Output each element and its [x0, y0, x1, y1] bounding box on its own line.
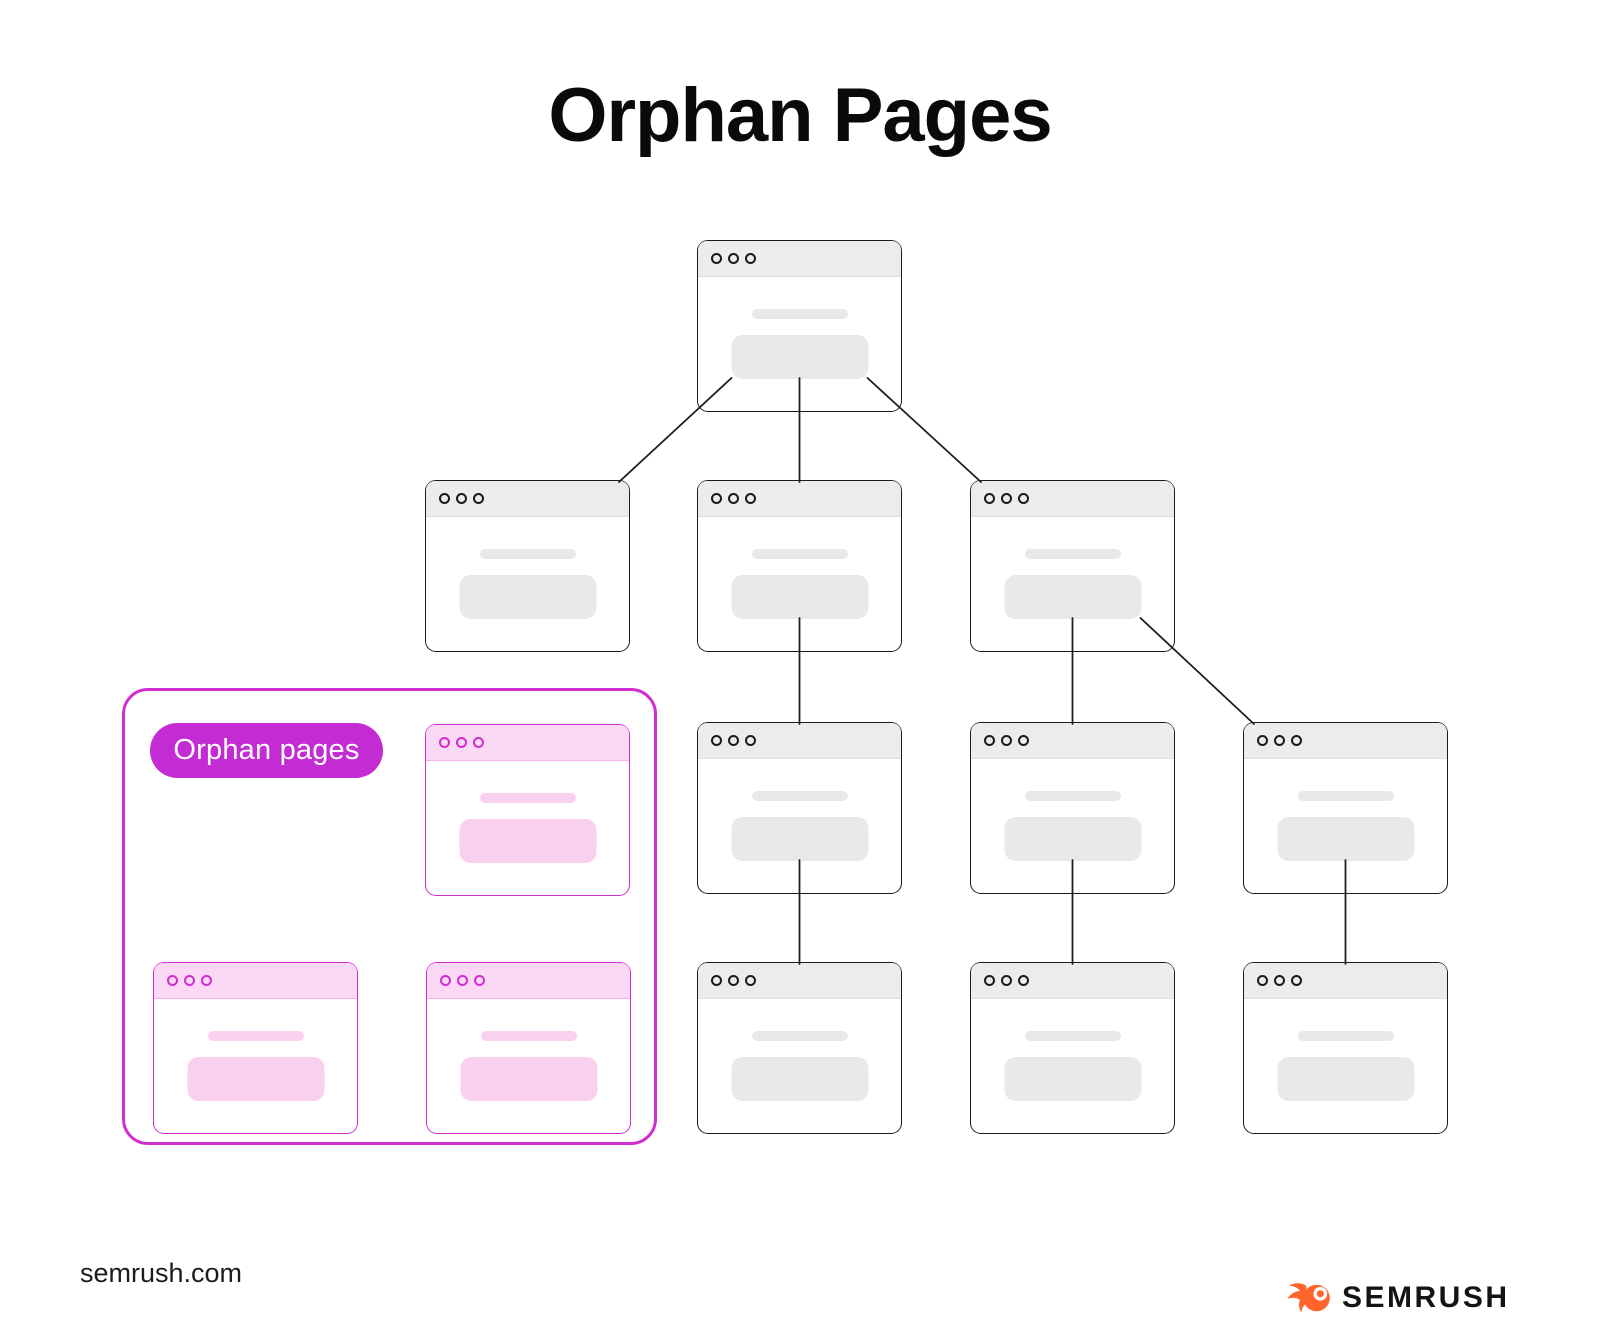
browser-dot-icon: [473, 493, 484, 504]
semrush-logo: SEMRUSH: [1285, 1281, 1510, 1315]
browser-dot-icon: [201, 975, 212, 986]
placeholder-text-bar: [751, 549, 848, 559]
placeholder-content-block: [1004, 575, 1141, 619]
placeholder-text-bar: [751, 309, 848, 319]
browser-dot-icon: [984, 493, 995, 504]
placeholder-content-block: [187, 1057, 324, 1101]
browser-dot-icon: [1291, 975, 1302, 986]
placeholder-text-bar: [1024, 1031, 1121, 1041]
window-header: [427, 963, 630, 999]
window-header: [426, 481, 629, 517]
browser-dot-icon: [1001, 493, 1012, 504]
placeholder-content-block: [460, 1057, 597, 1101]
browser-dot-icon: [1274, 975, 1285, 986]
browser-dot-icon: [728, 975, 739, 986]
window-header: [971, 963, 1174, 999]
window-header: [1244, 963, 1447, 999]
browser-dot-icon: [474, 975, 485, 986]
placeholder-text-bar: [751, 791, 848, 801]
placeholder-text-bar: [751, 1031, 848, 1041]
placeholder-content-block: [459, 575, 596, 619]
browser-dot-icon: [456, 493, 467, 504]
browser-dot-icon: [1001, 975, 1012, 986]
page-node-level3-far-right: [1243, 722, 1448, 894]
page-node-level2-center: [697, 480, 902, 652]
browser-dot-icon: [745, 735, 756, 746]
browser-dot-icon: [711, 735, 722, 746]
browser-dot-icon: [1291, 735, 1302, 746]
browser-dot-icon: [1274, 735, 1285, 746]
browser-dot-icon: [1257, 735, 1268, 746]
placeholder-content-block: [731, 335, 868, 379]
browser-dot-icon: [745, 253, 756, 264]
browser-dot-icon: [745, 493, 756, 504]
placeholder-text-bar: [479, 549, 576, 559]
site-url: semrush.com: [80, 1258, 243, 1288]
page-node-level4-far-right: [1243, 962, 1448, 1134]
browser-dot-icon: [1257, 975, 1268, 986]
page-node-level3-center: [697, 722, 902, 894]
semrush-wordmark: SEMRUSH: [1342, 1281, 1510, 1314]
browser-dot-icon: [439, 737, 450, 748]
placeholder-text-bar: [207, 1031, 304, 1041]
browser-dot-icon: [1018, 975, 1029, 986]
orphan-pages-label: Orphan pages: [150, 723, 383, 778]
page-title: Orphan Pages: [548, 73, 1052, 158]
browser-dot-icon: [745, 975, 756, 986]
placeholder-text-bar: [1297, 1031, 1394, 1041]
placeholder-text-bar: [1297, 791, 1394, 801]
window-header: [698, 241, 901, 277]
placeholder-text-bar: [479, 793, 576, 803]
browser-dot-icon: [167, 975, 178, 986]
page-node-orphan-top: [425, 724, 630, 896]
window-header: [698, 963, 901, 999]
page-node-level2-left: [425, 480, 630, 652]
page-node-level3-right: [970, 722, 1175, 894]
window-header: [971, 481, 1174, 517]
page-node-level2-right: [970, 480, 1175, 652]
browser-dot-icon: [711, 493, 722, 504]
browser-dot-icon: [728, 735, 739, 746]
page-node-orphan-bottom-left: [153, 962, 358, 1134]
window-header: [971, 723, 1174, 759]
browser-dot-icon: [440, 975, 451, 986]
browser-dot-icon: [728, 493, 739, 504]
placeholder-content-block: [731, 575, 868, 619]
window-header: [426, 725, 629, 761]
browser-dot-icon: [1001, 735, 1012, 746]
browser-dot-icon: [439, 493, 450, 504]
browser-dot-icon: [473, 737, 484, 748]
window-header: [698, 723, 901, 759]
placeholder-content-block: [1277, 817, 1414, 861]
page-node-orphan-bottom-right: [426, 962, 631, 1134]
page-node-level4-center: [697, 962, 902, 1134]
placeholder-text-bar: [1024, 791, 1121, 801]
placeholder-content-block: [731, 1057, 868, 1101]
placeholder-content-block: [1004, 817, 1141, 861]
browser-dot-icon: [984, 735, 995, 746]
browser-dot-icon: [1018, 735, 1029, 746]
browser-dot-icon: [728, 253, 739, 264]
browser-dot-icon: [457, 975, 468, 986]
placeholder-text-bar: [1024, 549, 1121, 559]
placeholder-content-block: [1277, 1057, 1414, 1101]
page-node-level4-right: [970, 962, 1175, 1134]
browser-dot-icon: [711, 253, 722, 264]
placeholder-content-block: [731, 817, 868, 861]
semrush-flame-icon: [1287, 1283, 1330, 1313]
placeholder-text-bar: [480, 1031, 577, 1041]
placeholder-content-block: [459, 819, 596, 863]
browser-dot-icon: [1018, 493, 1029, 504]
page-node-root: [697, 240, 902, 412]
browser-dot-icon: [711, 975, 722, 986]
window-header: [154, 963, 357, 999]
placeholder-content-block: [1004, 1057, 1141, 1101]
browser-dot-icon: [184, 975, 195, 986]
window-header: [698, 481, 901, 517]
browser-dot-icon: [984, 975, 995, 986]
window-header: [1244, 723, 1447, 759]
browser-dot-icon: [456, 737, 467, 748]
